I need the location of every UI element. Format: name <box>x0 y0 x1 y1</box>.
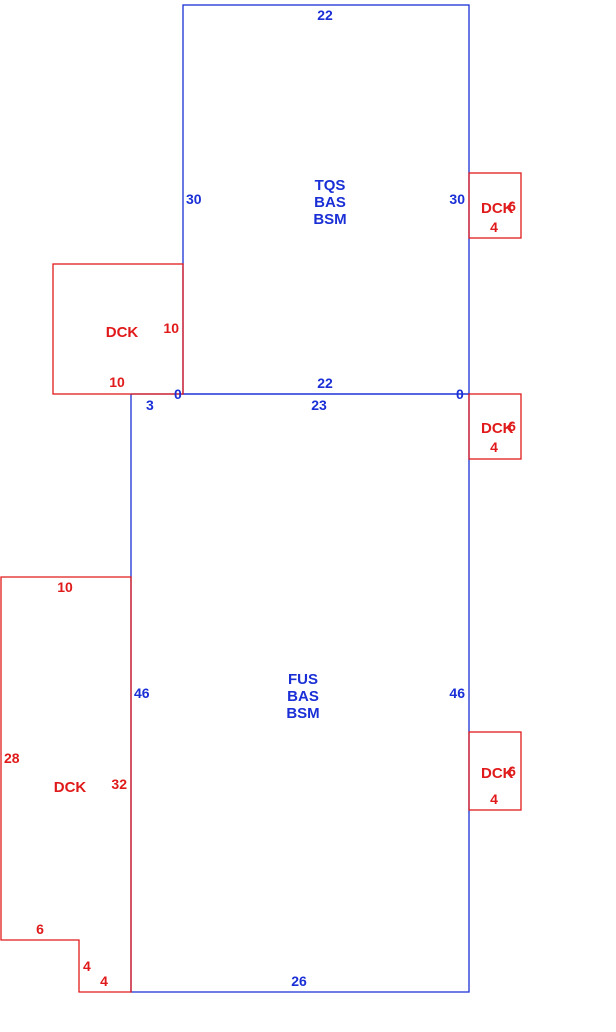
deck-lower-left-outline[interactable] <box>0 576 132 993</box>
deck-lower-left-label: DCK <box>54 779 87 796</box>
deck-lower-left-top-dim: 10 <box>57 579 73 595</box>
deck-right-1-bottom-dim: 4 <box>490 219 498 235</box>
lower-step-dim: 3 <box>146 397 154 413</box>
deck-upper-left-outline[interactable] <box>52 263 184 395</box>
deck-right-2-label: DCK <box>481 420 514 437</box>
deck-right-3-bottom-dim: 4 <box>490 791 498 807</box>
lower-top-dim: 23 <box>311 397 327 413</box>
upper-corner-right: 0 <box>456 386 464 402</box>
upper-bottom-dim: 22 <box>317 375 333 391</box>
deck-lower-left-notch-top-dim: 6 <box>36 921 44 937</box>
deck-upper-left-label: DCK <box>106 324 139 341</box>
deck-right-3-outline[interactable] <box>468 731 522 811</box>
lower-bottom-dim: 26 <box>291 973 307 989</box>
lower-code-1: FUS <box>288 671 318 688</box>
deck-lower-left-notch-bottom-dim: 4 <box>100 973 108 989</box>
upper-code-1: TQS <box>315 177 346 194</box>
lower-code-2: BAS <box>287 688 319 705</box>
lower-left-dim: 46 <box>134 685 150 701</box>
deck-upper-left-side-dim: 10 <box>163 320 179 336</box>
upper-code-3: BSM <box>313 211 346 228</box>
upper-right-dim: 30 <box>449 191 465 207</box>
deck-right-1-side-dim: 6 <box>508 198 516 214</box>
deck-lower-left-inner-dim: 32 <box>111 776 127 792</box>
lower-code-3: BSM <box>286 705 319 722</box>
deck-upper-left-bottom-dim: 10 <box>109 374 125 390</box>
upper-left-dim: 30 <box>186 191 202 207</box>
deck-right-1-label: DCK <box>481 200 514 217</box>
upper-code-2: BAS <box>314 194 346 211</box>
deck-right-2-bottom-dim: 4 <box>490 439 498 455</box>
deck-right-3-side-dim: 6 <box>508 763 516 779</box>
upper-top-dim: 22 <box>317 7 333 23</box>
deck-right-3-label: DCK <box>481 765 514 782</box>
lower-right-dim: 46 <box>449 685 465 701</box>
deck-right-1-outline[interactable] <box>468 172 522 239</box>
deck-lower-left-notch-side-dim: 4 <box>83 958 91 974</box>
deck-lower-left-outer-dim: 28 <box>4 750 20 766</box>
deck-right-2-outline[interactable] <box>468 393 522 460</box>
upper-corner-left: 0 <box>174 386 182 402</box>
deck-right-2-side-dim: 6 <box>508 418 516 434</box>
